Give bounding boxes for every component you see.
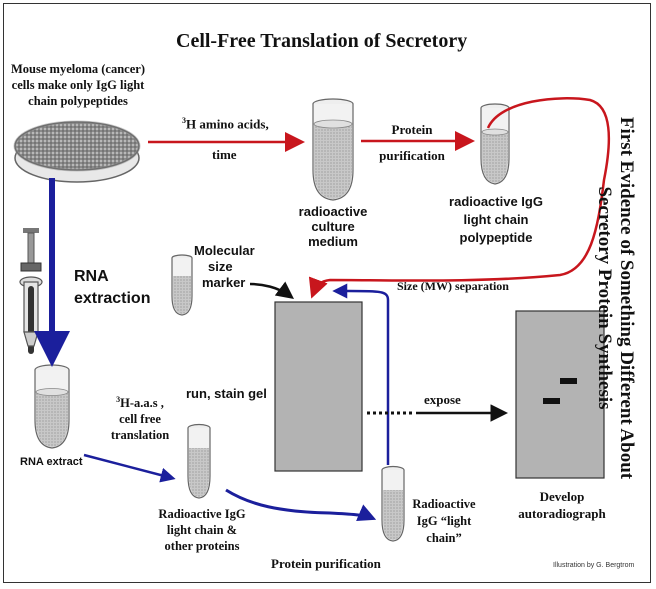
- time-label: time: [212, 147, 237, 162]
- size-separation-label: Size (MW) separation: [397, 279, 509, 293]
- size-marker-tube-icon: [171, 254, 193, 316]
- light-chain-polypeptide-label: radioactive IgG light chain polypeptide: [449, 194, 543, 245]
- autoradiograph-band-upper: [560, 378, 577, 384]
- autoradiograph-band-lower: [543, 398, 560, 404]
- myeloma-label: Mouse myeloma (cancer) cells make only I…: [11, 62, 145, 108]
- rna-extraction-label: RNA extraction: [74, 268, 151, 307]
- cell-free-translation-arrow: [83, 453, 176, 483]
- side-title-line-1: First Evidence of Something Different Ab…: [616, 116, 637, 480]
- h3-amino-acids-label: 3H amino acids,: [182, 116, 269, 132]
- rna-extract-tube-icon: [34, 364, 70, 449]
- rna-extract-label: RNA extract: [20, 456, 83, 468]
- culture-medium-tube-icon: [312, 98, 354, 201]
- expose-label: expose: [424, 392, 461, 407]
- gel-slab: [274, 301, 363, 472]
- pipette-icon: [19, 228, 43, 354]
- size-marker-label: Molecular size marker: [194, 243, 255, 290]
- light-chain-tube-icon: [480, 103, 510, 185]
- purified-light-chain-tube-icon: [381, 465, 405, 542]
- translation-products-label: Radioactive IgG light chain & other prot…: [158, 507, 246, 553]
- cell-free-translation-label: 3H-a.a.s , cell free translation: [110, 395, 170, 443]
- gel-loading-arrow: [332, 283, 390, 465]
- size-separation-arrow: [308, 97, 611, 299]
- bottom-purification-arrow: [225, 488, 377, 521]
- protein-purification-bottom-label: Protein purification: [271, 556, 381, 571]
- autoradiograph-film: [515, 310, 605, 479]
- diagram-title: Cell-Free Translation of Secretory: [176, 30, 468, 52]
- develop-autoradiograph-label: Develop autoradiograph: [518, 489, 606, 521]
- side-title-line-2: Secretory Protein Synthesis: [594, 186, 615, 410]
- marker-loading-arrow: [249, 281, 295, 299]
- illustration-credit: Illustration by G. Bergtrom: [553, 562, 635, 569]
- protein-purification-top-label: Protein purification: [379, 122, 445, 163]
- translation-products-tube-icon: [187, 423, 211, 499]
- culture-medium-label: radioactive culture medium: [298, 204, 368, 249]
- run-stain-gel-label: run, stain gel: [186, 386, 267, 401]
- petri-dish-icon: [13, 120, 141, 183]
- purified-light-chain-label: Radioactive IgG “light chain”: [412, 497, 476, 545]
